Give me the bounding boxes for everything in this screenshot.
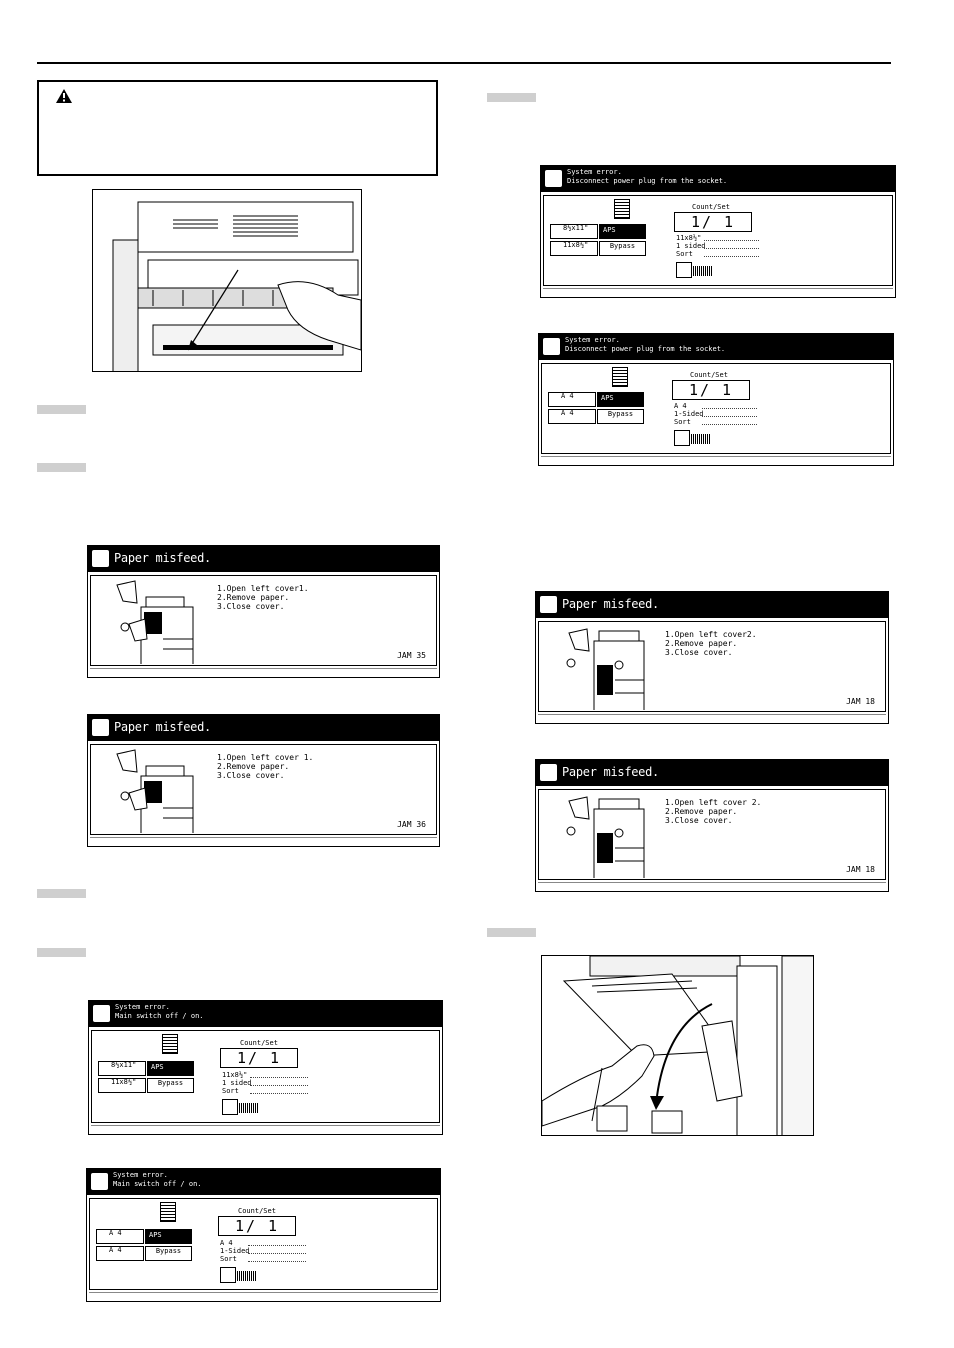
sort-icon (674, 430, 690, 446)
top-rule (37, 62, 891, 64)
misfeed-steps: 1.Open left cover 2. 2.Remove paper. 3.C… (665, 798, 762, 825)
system-error-screen: System error. Main switch off / on. A 4 … (86, 1168, 441, 1302)
copier-icon (614, 199, 630, 219)
photo-close-cover (541, 955, 814, 1136)
step-marker (487, 928, 536, 937)
bypass-button[interactable]: Bypass (145, 1246, 192, 1261)
copier-icon (160, 1202, 176, 1222)
step-marker (37, 405, 86, 414)
copier-icon (612, 367, 628, 387)
warning-icon (56, 89, 72, 103)
count-display: 1/ 1 (672, 380, 750, 400)
count-display: 1/ 1 (218, 1216, 296, 1236)
aps-button[interactable]: APS (599, 224, 646, 239)
copier-illustration (566, 796, 645, 878)
settings-info: A 4 1-Sided Sort (674, 402, 704, 426)
count-set-label: Count/Set (692, 203, 730, 211)
paper-jam-icon (540, 596, 557, 613)
system-error-screen: System error. Disconnect power plug from… (540, 165, 896, 298)
bypass-button[interactable]: Bypass (597, 409, 644, 424)
system-error-screen: System error. Main switch off / on. 8½x1… (88, 1000, 443, 1135)
copier-icon (162, 1034, 178, 1054)
misfeed-steps: 1.Open left cover1. 2.Remove paper. 3.Cl… (217, 584, 309, 611)
jam-code: JAM 18 (846, 865, 875, 874)
screen-title: Paper misfeed. (114, 551, 211, 565)
tray-2-button[interactable]: A 4 (548, 409, 596, 424)
misfeed-steps: 1.Open left cover2. 2.Remove paper. 3.Cl… (665, 630, 757, 657)
photo-paper-removal (92, 189, 362, 372)
aps-button[interactable]: APS (145, 1229, 192, 1244)
misfeed-screen: Paper misfeed. 1.Open left cover2. 2.Rem… (535, 591, 889, 724)
tray-2-button[interactable]: 11x8½" (98, 1078, 146, 1093)
aps-button[interactable]: APS (147, 1061, 194, 1076)
bypass-button[interactable]: Bypass (147, 1078, 194, 1093)
step-marker (37, 948, 86, 957)
tray-1-button[interactable]: 8½x11" (98, 1061, 146, 1076)
copier-illustration (116, 749, 194, 833)
misfeed-screen: Paper misfeed. 1.Open left cover 2. 2.Re… (535, 759, 889, 892)
paper-jam-icon (540, 764, 557, 781)
jam-code: JAM 36 (397, 820, 426, 829)
step-marker (37, 889, 86, 898)
count-set-label: Count/Set (690, 371, 728, 379)
misfeed-screen: Paper misfeed. 1.Open left cover1. 2.Rem… (87, 545, 440, 678)
count-set-label: Count/Set (240, 1039, 278, 1047)
sort-icon (676, 262, 692, 278)
jam-code: JAM 35 (397, 651, 426, 660)
document-icon (91, 1173, 108, 1190)
misfeed-screen: Paper misfeed. 1.Open left cover 1. 2.Re… (87, 714, 440, 847)
bypass-button[interactable]: Bypass (599, 241, 646, 256)
caution-box (37, 80, 438, 176)
sort-icon (222, 1099, 238, 1115)
tray-2-button[interactable]: 11x8½" (550, 241, 598, 256)
document-icon (543, 338, 560, 355)
screen-title: System error. Disconnect power plug from… (567, 168, 728, 185)
screen-title: Paper misfeed. (114, 720, 211, 734)
count-display: 1/ 1 (674, 212, 752, 232)
screen-title: System error. Main switch off / on. (115, 1003, 204, 1020)
screen-title: Paper misfeed. (562, 597, 659, 611)
document-icon (545, 170, 562, 187)
tray-1-button[interactable]: 8½x11" (550, 224, 598, 239)
paper-jam-icon (92, 719, 109, 736)
count-display: 1/ 1 (220, 1048, 298, 1068)
settings-info: A 4 1-Sided Sort (220, 1239, 250, 1263)
jam-code: JAM 18 (846, 697, 875, 706)
count-set-label: Count/Set (238, 1207, 276, 1215)
tray-1-button[interactable]: A 4 (96, 1229, 144, 1244)
misfeed-steps: 1.Open left cover 1. 2.Remove paper. 3.C… (217, 753, 314, 780)
tray-2-button[interactable]: A 4 (96, 1246, 144, 1261)
aps-button[interactable]: APS (597, 392, 644, 407)
document-icon (93, 1005, 110, 1022)
copier-illustration (116, 580, 194, 664)
settings-info: 11x8½" 1 sided Sort (222, 1071, 252, 1095)
sort-icon (220, 1267, 236, 1283)
copier-illustration (566, 628, 645, 710)
screen-title: Paper misfeed. (562, 765, 659, 779)
system-error-screen: System error. Disconnect power plug from… (538, 333, 894, 466)
screen-title: System error. Disconnect power plug from… (565, 336, 726, 353)
step-marker (487, 93, 536, 102)
paper-jam-icon (92, 550, 109, 567)
step-marker (37, 463, 86, 472)
settings-info: 11x8½" 1 sided Sort (676, 234, 706, 258)
tray-1-button[interactable]: A 4 (548, 392, 596, 407)
screen-title: System error. Main switch off / on. (113, 1171, 202, 1188)
